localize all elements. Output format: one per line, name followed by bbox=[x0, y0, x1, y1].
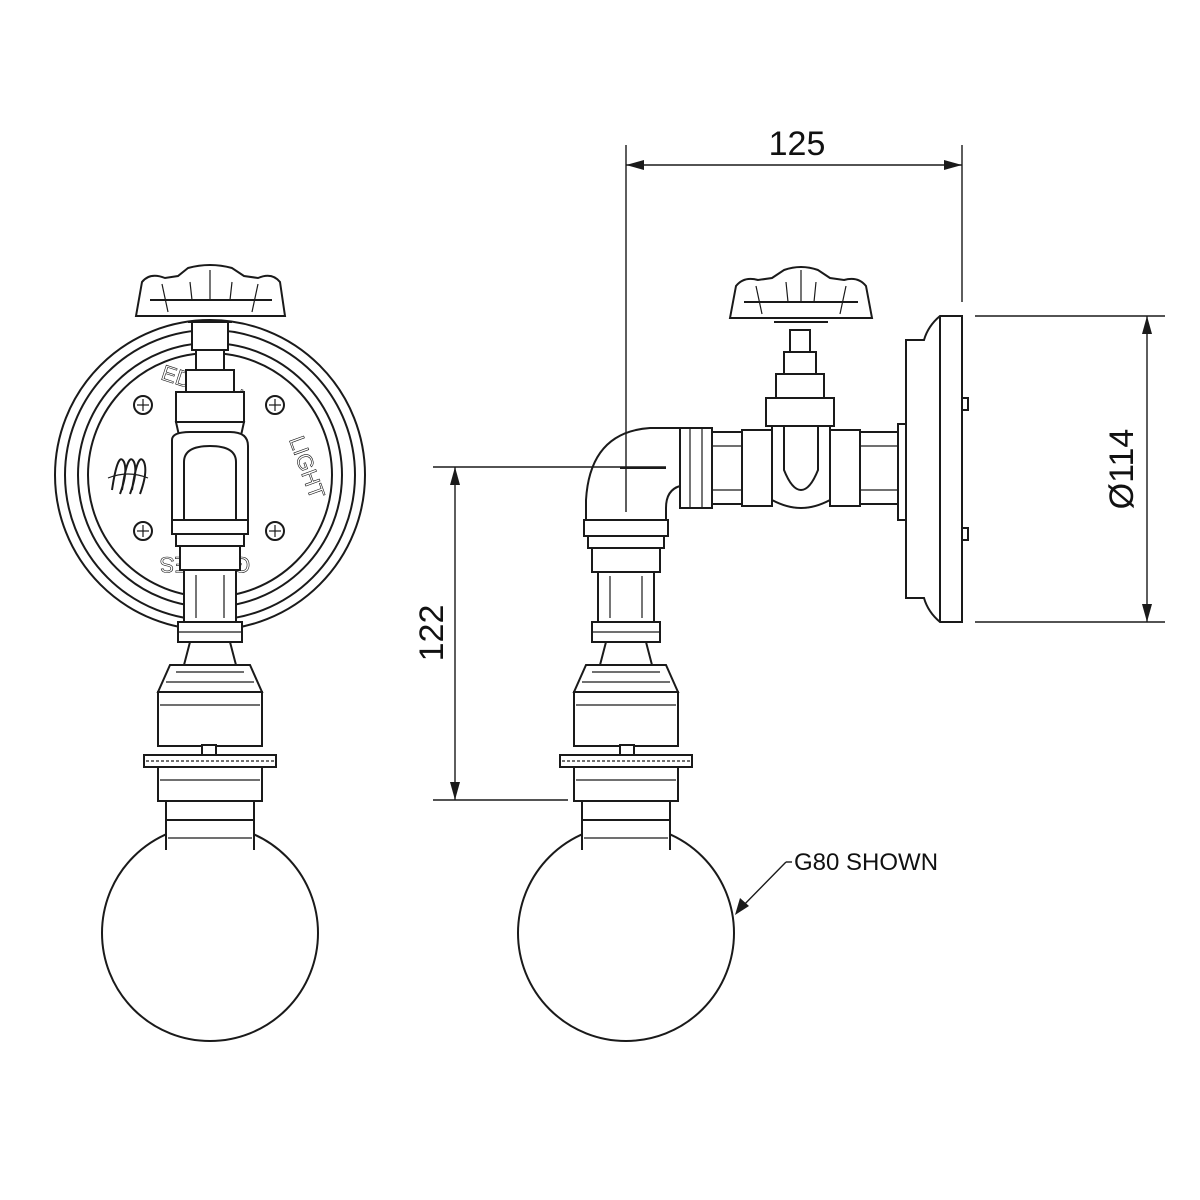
side-handwheel bbox=[728, 266, 874, 323]
logo-icon bbox=[107, 458, 149, 495]
side-drop bbox=[591, 547, 661, 643]
dimension-height: 122 bbox=[413, 466, 666, 801]
dimension-width-label: 125 bbox=[769, 125, 826, 163]
dimension-diameter-label: Ø114 bbox=[1103, 429, 1141, 510]
side-view bbox=[517, 266, 969, 1042]
screw-icon bbox=[133, 395, 153, 415]
front-valve-body bbox=[171, 349, 249, 643]
dimension-height-label: 122 bbox=[413, 605, 451, 662]
screw-icon bbox=[265, 521, 285, 541]
side-backplate bbox=[897, 315, 969, 623]
front-bulb bbox=[101, 800, 319, 1042]
front-view: EDISON LIGHT GLOBES bbox=[54, 264, 366, 1042]
side-valve-body bbox=[765, 329, 835, 510]
front-screws bbox=[133, 395, 285, 541]
bulb-callout: G80 SHOWN bbox=[735, 849, 938, 915]
screw-icon bbox=[133, 521, 153, 541]
screw-icon bbox=[265, 395, 285, 415]
plate-text-right: LIGHT bbox=[284, 433, 330, 502]
side-elbow bbox=[583, 427, 681, 549]
dimension-diameter: Ø114 bbox=[975, 315, 1165, 623]
bulb-callout-label: G80 SHOWN bbox=[794, 849, 938, 876]
side-lampholder bbox=[559, 641, 693, 802]
front-handwheel bbox=[134, 264, 287, 351]
side-bulb bbox=[517, 800, 735, 1042]
dimension-width: 125 bbox=[625, 125, 963, 512]
front-lampholder bbox=[143, 641, 277, 802]
